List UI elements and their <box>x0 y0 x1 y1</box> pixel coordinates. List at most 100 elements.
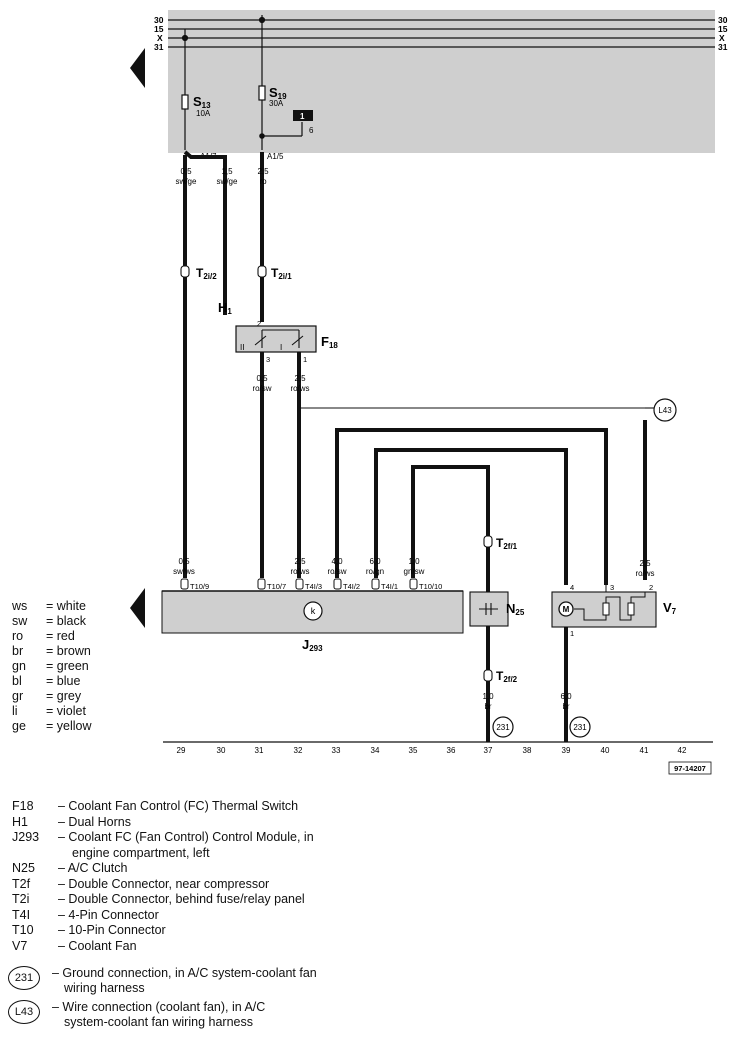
wire-spec-color: ro/sw <box>252 384 271 393</box>
l43-label: L43 <box>658 406 672 415</box>
color-code: ge <box>12 719 26 733</box>
figure-id: 97-14207 <box>674 764 706 773</box>
track-number: 29 <box>177 746 186 755</box>
track-number: 36 <box>447 746 456 755</box>
wire-spec-color: br <box>562 702 569 711</box>
wire-spec-size: 2,5 <box>294 557 306 566</box>
ground-231-icon <box>569 716 591 738</box>
color-name: = brown <box>46 644 91 658</box>
color-legend-item: li= violet <box>12 704 86 719</box>
track-number: 40 <box>601 746 610 755</box>
connector-t2i2-label: T2i/2 <box>196 266 217 281</box>
fuse-s13-rating: 10A <box>196 109 211 118</box>
connector-t2i1-icon <box>257 265 267 278</box>
connection-circle-icon: L43 <box>8 1000 40 1024</box>
ground-231-label: 231 <box>496 723 510 732</box>
left-arrow-icon <box>130 48 145 88</box>
rail-31-left: 31 <box>154 42 164 52</box>
color-legend-item: ge = yellow <box>12 719 92 734</box>
connector-t2f1-label: T2f/1 <box>496 536 518 551</box>
wire-spec-size: 2,5 <box>257 167 269 176</box>
color-code: gr <box>12 689 24 703</box>
f18-pin-2: 2 <box>257 319 261 328</box>
horn-h1-label: H1 <box>218 300 232 316</box>
color-legend-item: sw = black <box>12 614 86 629</box>
color-legend-item: br = brown <box>12 644 91 659</box>
connection-legend-item: L43– Wire connection (coolant fan), in A… <box>8 1000 265 1030</box>
rail-x-right: X <box>719 33 725 43</box>
wire-spec-color: ro/gn <box>366 567 384 576</box>
pin-t10-10: T10/10 <box>419 582 442 591</box>
thermal-switch-contacts <box>254 329 304 348</box>
wire-spec-size: 0,5 <box>178 557 190 566</box>
pin-t4i-2: T4I/2 <box>343 582 360 591</box>
wire-spec-size: 2,5 <box>639 559 651 568</box>
wire-spec-color: ro/ws <box>290 567 309 576</box>
color-code: sw <box>12 614 28 628</box>
rail-30-left: 30 <box>154 15 164 25</box>
terminal-a15: A1/5 <box>267 152 284 161</box>
fuse-s19-rating: 30A <box>269 99 284 108</box>
color-code: li <box>12 704 18 718</box>
color-code: bl <box>12 674 22 688</box>
relay-position-box <box>293 110 313 121</box>
track-number: 41 <box>640 746 649 755</box>
wire-spec-color: sw/ws <box>173 567 195 576</box>
component-legend-item: N25– A/C Clutch <box>12 861 128 875</box>
f18-label: F18 <box>321 334 338 350</box>
wire-spec-color: ro/ws <box>290 384 309 393</box>
wire-spec-color: ro/sw <box>327 567 346 576</box>
connector-t2f2-icon <box>483 669 493 682</box>
power-rails <box>168 19 715 48</box>
wire-spec-size: 1,5 <box>221 167 233 176</box>
wire-spec-size: 2,5 <box>294 374 306 383</box>
track-number: 37 <box>484 746 493 755</box>
color-name: = yellow <box>46 719 92 733</box>
color-code: gn <box>12 659 26 673</box>
v7-label: V7 <box>663 600 677 616</box>
wire-spec-size: 0,5 <box>180 167 192 176</box>
control-module-symbol <box>303 601 323 621</box>
v7-pin-2: 2 <box>649 583 653 592</box>
pin-t10-9: T10/9 <box>190 582 209 591</box>
left-arrow-icon <box>130 588 145 628</box>
color-legend-item: bl = blue <box>12 674 80 689</box>
wire-spec-size: 6,0 <box>369 557 381 566</box>
color-legend-item: ro= red <box>12 629 75 644</box>
color-name: = white <box>46 599 86 613</box>
pin-t4i-1: T4I/1 <box>381 582 398 591</box>
f18-switch-i: I <box>280 343 282 352</box>
v7-pin-4: 4 <box>570 583 574 592</box>
v7-pin-3: 3 <box>610 583 614 592</box>
component-legend-item: V7– Coolant Fan <box>12 938 137 953</box>
component-legend-item: J293– Coolant FC (Fan Control) Control M… <box>12 830 314 844</box>
component-legend-item: T2i– Double Connector, behind fuse/relay… <box>12 892 305 906</box>
connection-circle-icon: 231 <box>8 966 40 990</box>
relay-pin-label: 6 <box>309 126 314 135</box>
component-legend-item: H1– Dual Horns <box>12 814 131 829</box>
track-number: 32 <box>294 746 303 755</box>
wire-connection-l43 <box>653 398 677 422</box>
rail-30-right: 30 <box>718 15 728 25</box>
track-number: 31 <box>255 746 264 755</box>
ground-231-label: 231 <box>573 723 587 732</box>
pin-t10-7: T10/7 <box>267 582 286 591</box>
connector-t2f2-label: T2f/2 <box>496 669 518 684</box>
connector-t2i1-label: T2i/1 <box>271 266 292 281</box>
color-name: = green <box>46 659 89 673</box>
wire-spec-color: br <box>484 702 491 711</box>
wire-spec-color: gn/sw <box>404 567 425 576</box>
color-code: br <box>12 644 24 658</box>
component-legend-item: T4I– 4-Pin Connector <box>12 907 159 922</box>
track-number: 34 <box>371 746 380 755</box>
track-number: 35 <box>409 746 418 755</box>
color-name: = blue <box>46 674 81 688</box>
control-module-symbol-label: k <box>311 606 316 616</box>
f18-switch-ii: II <box>240 343 244 352</box>
rail-31-right: 31 <box>718 42 728 52</box>
pin-t4i-3: T4I/3 <box>305 582 322 591</box>
color-code: ro <box>12 629 24 643</box>
color-name: = black <box>46 614 86 628</box>
component-legend-item: engine compartment, left <box>72 845 210 860</box>
